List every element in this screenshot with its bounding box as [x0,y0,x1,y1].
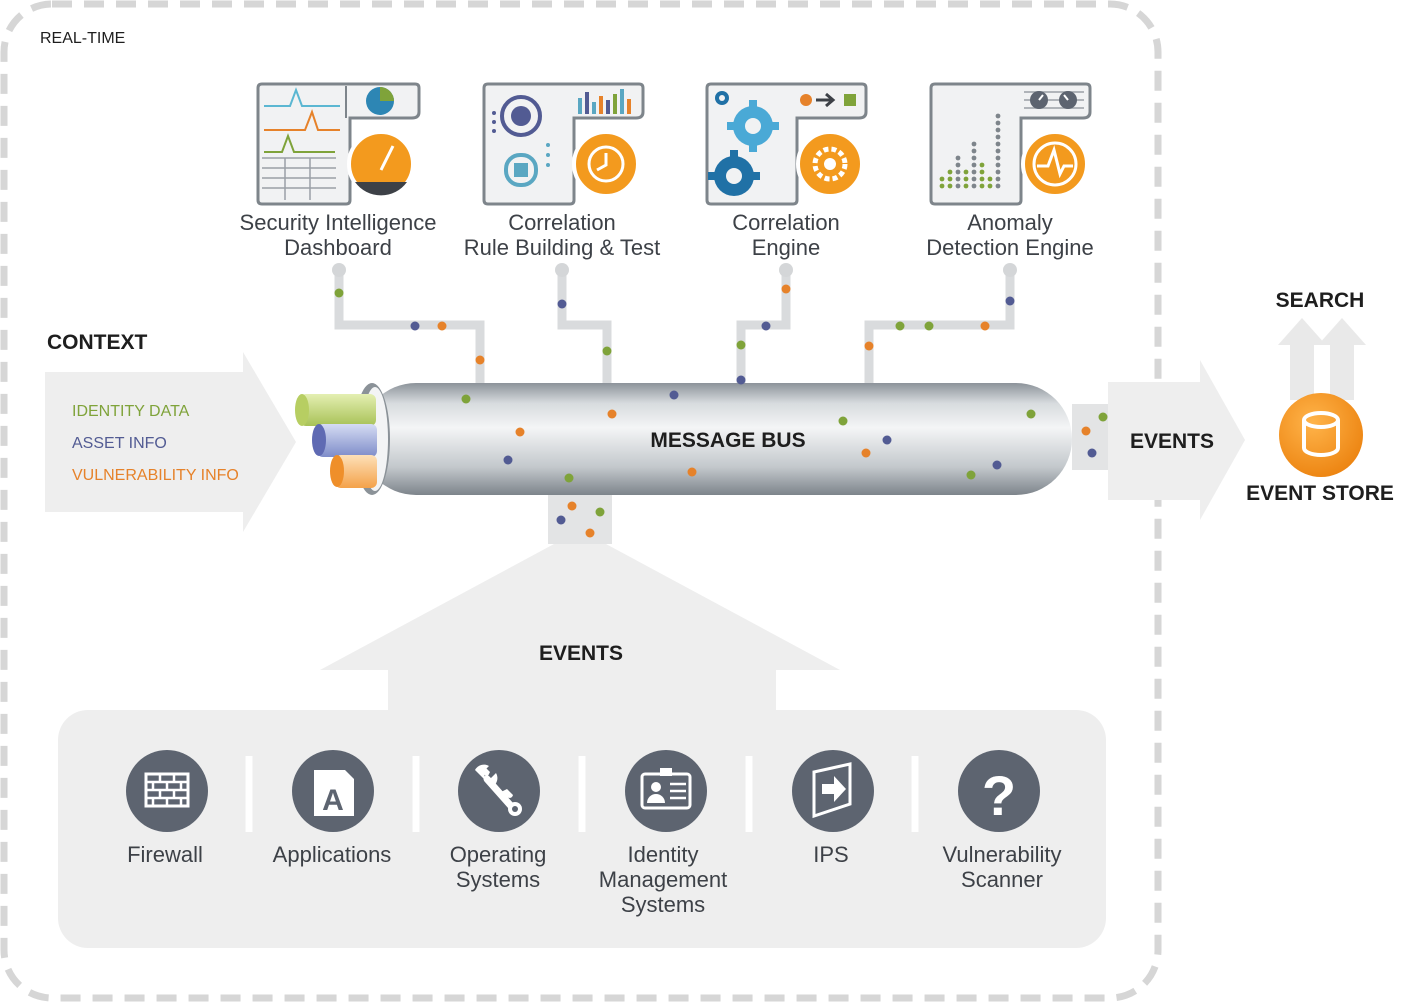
app-connectors [334,272,1015,388]
context-identity-data: IDENTITY DATA [72,403,190,420]
realtime-boundary [0,0,1162,1002]
source-label-line: Applications [272,842,392,867]
source-label-line: Systems [620,892,706,917]
app-label-line: Security Intelligence [239,210,437,235]
source-label-applications: Applications [247,842,417,867]
app-label-security-intelligence: Security Intelligence Dashboard [223,210,453,260]
search-label: SEARCH [1276,289,1365,312]
source-label-ips: IPS [746,842,916,867]
context-tubes [295,394,377,488]
events-right-label: EVENTS [1130,430,1214,453]
events-right-arrow [1108,360,1245,520]
source-label-line: Systems [455,867,541,892]
app-label-anomaly-detection: Anomaly Detection Engine [895,210,1125,260]
firewall-icon[interactable] [126,750,208,832]
source-label-line: Firewall [127,842,203,867]
app-label-line: Engine [751,235,821,260]
app-label-line: Detection Engine [926,235,1094,260]
application-icon[interactable]: A [292,750,374,832]
event-store-node[interactable] [1279,393,1363,477]
svg-text:A: A [322,784,344,817]
source-label-line: Scanner [961,867,1043,892]
event-dots [334,284,1108,538]
source-label-operating-systems: Operating Systems [413,842,583,892]
bus-outlet [1072,404,1114,470]
id-card-icon[interactable] [625,750,707,832]
source-label-line: Identity [627,842,699,867]
app-label-correlation-engine: Correlation Engine [671,210,901,260]
app-label-line: Dashboard [284,235,392,260]
app-label-line: Rule Building & Test [463,235,661,260]
context-title: CONTEXT [47,331,148,354]
source-label-line: Vulnerability [942,842,1062,867]
context-asset-info: ASSET INFO [72,435,167,452]
security-intelligence-dashboard-icon[interactable] [256,82,421,206]
source-label-identity-management: Identity Management Systems [578,842,748,917]
wrench-icon[interactable] [458,750,540,832]
source-dividers [245,756,919,832]
source-label-vulnerability-scanner: Vulnerability Scanner [917,842,1087,892]
svg-text:?: ? [982,764,1016,827]
app-label-line: Correlation [732,210,840,235]
anomaly-detection-engine-icon[interactable] [929,82,1092,206]
source-label-line: Operating [449,842,547,867]
message-bus-label: MESSAGE BUS [650,429,805,452]
ips-icon[interactable] [792,750,874,832]
realtime-label: REAL-TIME [40,30,125,47]
context-vulnerability-info: VULNERABILITY INFO [72,467,239,484]
event-store-label: EVENT STORE [1246,482,1394,505]
app-label-line: Anomaly [967,210,1053,235]
correlation-engine-icon[interactable] [705,82,868,206]
question-icon[interactable]: ? [958,750,1040,832]
search-arrows [1278,318,1366,400]
events-up-arrow [320,530,840,712]
source-label-firewall: Firewall [80,842,250,867]
database-icon [1302,411,1340,457]
app-label-rule-building: Correlation Rule Building & Test [447,210,677,260]
source-label-line: IPS [813,842,849,867]
app-label-line: Correlation [508,210,616,235]
events-bottom-label: EVENTS [539,642,623,665]
correlation-rule-building-icon[interactable] [482,82,645,206]
source-label-line: Management [598,867,728,892]
connector-caps [332,263,1017,277]
context-arrow [45,352,296,532]
